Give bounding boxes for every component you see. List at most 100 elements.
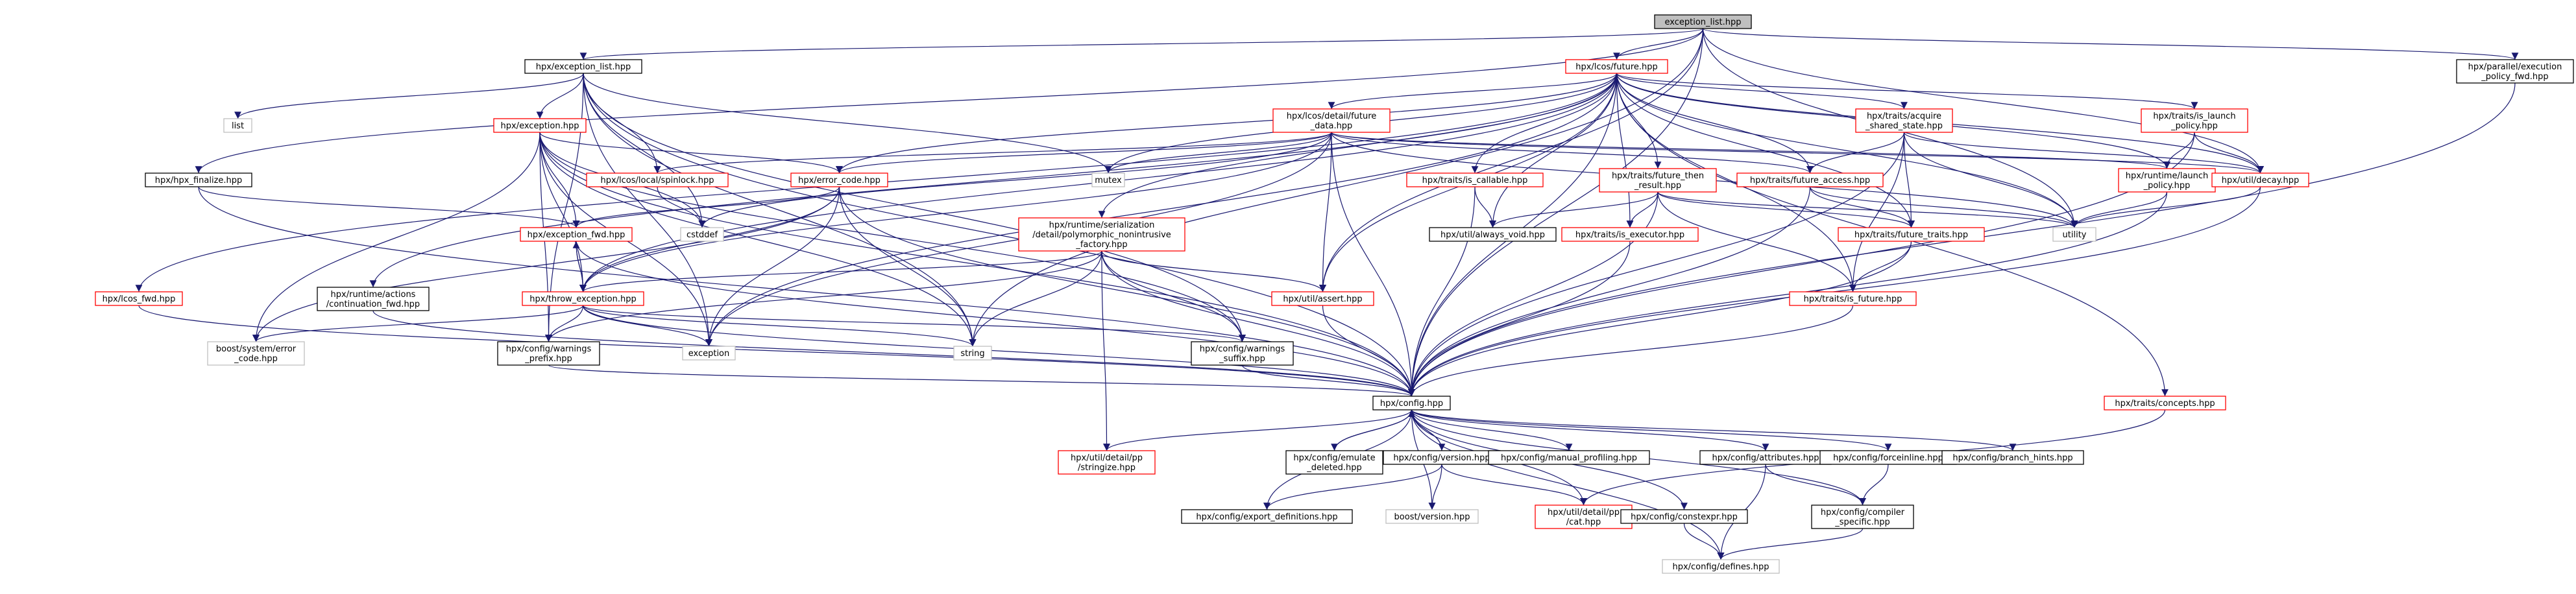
node-label: hpx/traits/is_executor.hpp xyxy=(1575,230,1684,240)
edge-throw_exception-to-boost_system_error_code xyxy=(252,305,584,342)
edge-lcos_future-to-exception xyxy=(705,73,1618,347)
edge-hpx_exception_list-to-mutex xyxy=(583,73,1112,174)
node-export-definitions[interactable]: hpx/config/export_definitions.hpp xyxy=(1181,509,1353,524)
node-manual-profiling[interactable]: hpx/config/manual_profiling.hpp xyxy=(1488,450,1650,465)
node-error-code[interactable]: hpx/error_code.hpp xyxy=(790,172,888,187)
node-box xyxy=(1599,168,1717,193)
edge-acquire_shared_state-to-future_access xyxy=(1806,132,1905,174)
node-always-void[interactable]: hpx/util/always_void.hpp xyxy=(1429,227,1557,242)
node-future-traits[interactable]: hpx/traits/future_traits.hpp xyxy=(1838,227,1985,242)
node-spinlock[interactable]: hpx/lcos/local/spinlock.hpp xyxy=(586,172,729,187)
node-hpx-exception-list[interactable]: hpx/exception_list.hpp xyxy=(524,59,642,74)
node-future-access[interactable]: hpx/traits/future_access.hpp xyxy=(1736,172,1884,187)
edge-util_assert-to-config xyxy=(1322,305,1415,397)
node-label: hpx/throw_exception.hpp xyxy=(529,294,636,304)
node-label: hpx/util/always_void.hpp xyxy=(1440,230,1545,240)
node-forceinline[interactable]: hpx/config/forceinline.hpp xyxy=(1819,450,1957,465)
edge-config_version-to-config xyxy=(1408,409,1442,451)
node-utility[interactable]: utility xyxy=(2052,227,2096,242)
node-pp-cat[interactable]: hpx/util/detail/pp/cat.hpp xyxy=(1535,505,1633,529)
edge-constexpr-to-defines xyxy=(1683,523,1725,560)
edge-error_code-to-boost_system_error_code xyxy=(252,186,840,342)
node-hpx-exception[interactable]: hpx/exception.hpp xyxy=(493,118,587,133)
node-is-future[interactable]: hpx/traits/is_future.hpp xyxy=(1789,291,1917,306)
edge-root-to-decay xyxy=(1702,28,2264,174)
node-defines[interactable]: hpx/config/defines.hpp xyxy=(1662,559,1780,574)
edge-continuation_fwd-to-config xyxy=(372,310,1415,397)
node-label: /detail/polymorphic_nonintrusive xyxy=(1032,230,1171,240)
node-label: hpx/config/compiler xyxy=(1821,508,1905,517)
node-hpx-finalize[interactable]: hpx/hpx_finalize.hpp xyxy=(145,172,252,187)
node-constexpr[interactable]: hpx/config/constexpr.hpp xyxy=(1620,509,1748,524)
node-is-callable[interactable]: hpx/traits/is_callable.hpp xyxy=(1406,172,1544,187)
node-concepts[interactable]: hpx/traits/concepts.hpp xyxy=(2104,396,2226,410)
node-box xyxy=(1272,108,1391,133)
node-boost-version[interactable]: boost/version.hpp xyxy=(1385,509,1479,524)
node-config[interactable]: hpx/config.hpp xyxy=(1372,396,1451,410)
node-box xyxy=(1535,505,1633,529)
node-is-executor[interactable]: hpx/traits/is_executor.hpp xyxy=(1561,227,1699,242)
node-warnings-suffix[interactable]: hpx/config/warnings_suffix.hpp xyxy=(1191,341,1294,366)
node-lcos-fwd[interactable]: hpx/lcos_fwd.hpp xyxy=(95,291,183,306)
node-root[interactable]: exception_list.hpp xyxy=(1654,14,1752,29)
edge-future_access-to-config xyxy=(1408,186,1811,397)
edge-future_then_result-to-always_void xyxy=(1489,191,1659,228)
node-box xyxy=(680,227,724,242)
edge-future_data-to-launch_policy xyxy=(1331,132,2170,169)
node-decay[interactable]: hpx/util/decay.hpp xyxy=(2211,172,2309,187)
edge-throw_exception-to-config xyxy=(582,305,1415,397)
node-polymorphic-factory[interactable]: hpx/runtime/serialization/detail/polymor… xyxy=(1018,217,1185,252)
node-future-data[interactable]: hpx/lcos/detail/future_data.hpp xyxy=(1272,108,1391,133)
node-warnings-prefix[interactable]: hpx/config/warnings_prefix.hpp xyxy=(497,341,600,366)
node-label: _factory.hpp xyxy=(1075,240,1127,250)
edge-is_callable-to-always_void xyxy=(1474,186,1496,228)
node-attributes[interactable]: hpx/config/attributes.hpp xyxy=(1699,450,1832,465)
node-stringize[interactable]: hpx/util/detail/pp/stringize.hpp xyxy=(1058,450,1156,475)
edge-is_launch_policy-to-launch_policy xyxy=(2163,132,2195,169)
node-box xyxy=(1855,108,1953,133)
node-string[interactable]: string xyxy=(953,346,992,361)
node-label: _policy_fwd.hpp xyxy=(2481,72,2548,82)
node-lcos-future[interactable]: hpx/lcos/future.hpp xyxy=(1565,59,1668,74)
node-mutex[interactable]: mutex xyxy=(1091,172,1125,187)
node-box xyxy=(1811,505,1914,529)
edge-config-to-defines xyxy=(1411,409,1725,560)
node-label: exception_list.hpp xyxy=(1664,18,1741,27)
edge-lcos_future-to-future_data xyxy=(1328,73,1618,110)
node-continuation-fwd[interactable]: hpx/runtime/actions/continuation_fwd.hpp xyxy=(317,287,430,311)
node-branch-hints[interactable]: hpx/config/branch_hints.hpp xyxy=(1941,450,2084,465)
node-box xyxy=(223,118,252,133)
node-list[interactable]: list xyxy=(223,118,252,133)
node-parallel-policy-fwd[interactable]: hpx/parallel/execution_policy_fwd.hpp xyxy=(2456,59,2574,84)
node-boost-system-error-code[interactable]: boost/system/error_code.hpp xyxy=(207,341,305,366)
node-is-launch-policy[interactable]: hpx/traits/is_launch_policy.hpp xyxy=(2141,108,2248,133)
node-box xyxy=(1561,227,1699,242)
edge-future_data-to-cstddef xyxy=(698,132,1332,228)
edge-config-to-manual_profiling xyxy=(1411,409,1573,451)
node-box xyxy=(1018,217,1185,252)
node-label: hpx/traits/is_future.hpp xyxy=(1804,294,1902,304)
node-label: _prefix.hpp xyxy=(524,354,572,364)
node-acquire-shared-state[interactable]: hpx/traits/acquire_shared_state.hpp xyxy=(1855,108,1953,133)
node-config-version[interactable]: hpx/config/version.hpp xyxy=(1383,450,1501,465)
edge-lcos_future-to-error_code xyxy=(836,73,1618,174)
node-box xyxy=(2211,172,2309,187)
node-box xyxy=(1662,559,1780,574)
edge-throw_exception-to-warnings_suffix xyxy=(582,305,1246,342)
node-box xyxy=(1620,509,1748,524)
node-exception[interactable]: exception xyxy=(682,346,736,361)
node-emulate-deleted[interactable]: hpx/config/emulate_deleted.hpp xyxy=(1285,450,1383,475)
edge-root-to-util_assert xyxy=(1319,28,1704,292)
edge-hpx_exception-to-string xyxy=(539,132,977,347)
node-exception-fwd[interactable]: hpx/exception_fwd.hpp xyxy=(520,227,633,242)
node-box xyxy=(682,346,736,361)
node-launch-policy[interactable]: hpx/runtime/launch_policy.hpp xyxy=(2118,168,2216,193)
node-future-then-result[interactable]: hpx/traits/future_then_result.hpp xyxy=(1599,168,1717,193)
node-compiler-specific[interactable]: hpx/config/compiler_specific.hpp xyxy=(1811,505,1914,529)
node-cstddef[interactable]: cstddef xyxy=(680,227,724,242)
node-label: _policy.hpp xyxy=(2170,121,2218,131)
edge-future_then_result-to-is_future xyxy=(1657,191,1856,292)
edge-error_code-to-exception_fwd xyxy=(572,186,840,228)
node-throw-exception[interactable]: hpx/throw_exception.hpp xyxy=(522,291,644,306)
node-util-assert[interactable]: hpx/util/assert.hpp xyxy=(1271,291,1374,306)
